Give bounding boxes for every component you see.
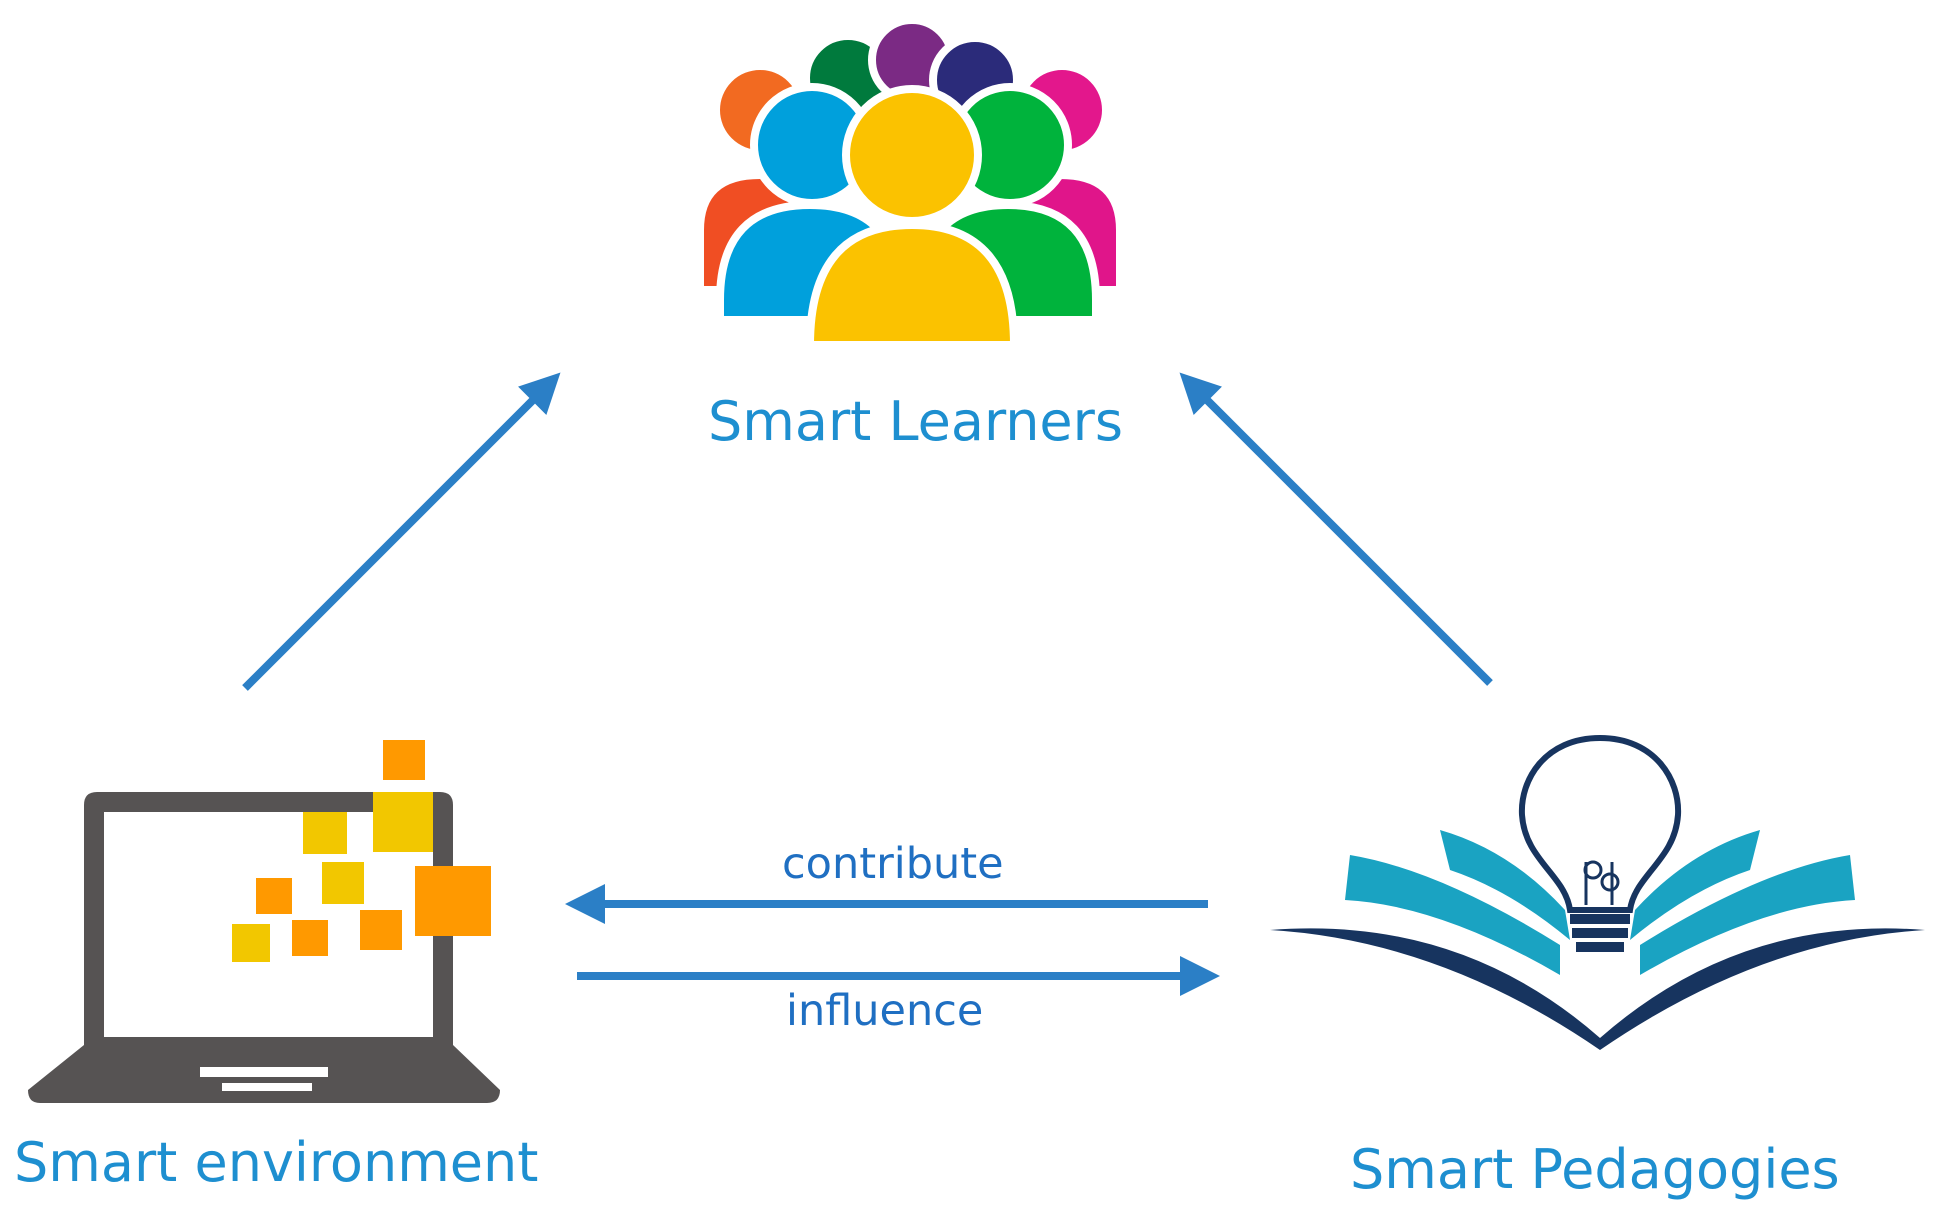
arrow-environment-to-learners <box>242 372 561 691</box>
book-lightbulb-icon <box>1270 734 1925 1050</box>
label-contribute: contribute <box>782 839 1004 889</box>
laptop-icon <box>28 740 500 1103</box>
people-group-icon <box>696 16 1124 349</box>
label-smart-learners: Smart Learners <box>708 390 1123 453</box>
arrow-pedagogies-to-learners <box>1179 372 1493 686</box>
label-smart-pedagogies: Smart Pedagogies <box>1350 1138 1840 1201</box>
label-smart-environment: Smart environment <box>14 1131 539 1194</box>
label-influence: influence <box>786 986 984 1036</box>
